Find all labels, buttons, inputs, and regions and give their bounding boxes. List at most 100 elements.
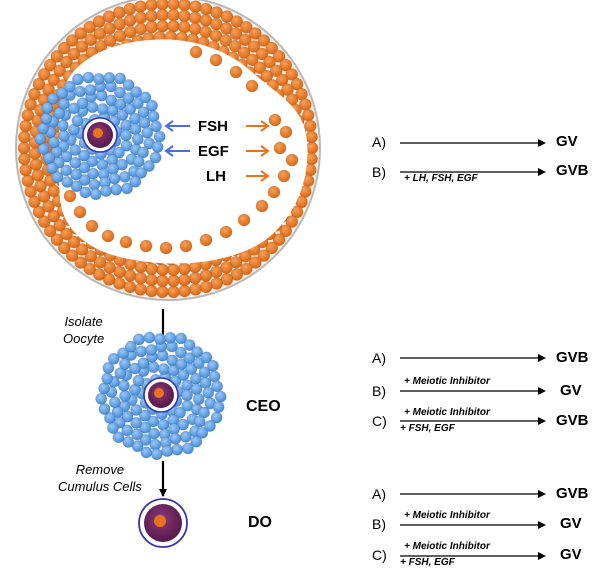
cumulus-cell: [120, 129, 132, 142]
cumulus-cell: [122, 92, 135, 105]
granulosa-cell: [199, 280, 213, 294]
granulosa-cell: [228, 39, 242, 53]
panel2-row-b-letter: B): [372, 383, 386, 399]
cumulus-cell: [60, 150, 73, 163]
granulosa-cell: [134, 11, 148, 25]
cumulus-cell: [124, 103, 137, 115]
granulosa-cell: [263, 55, 276, 69]
granulosa-cell: [178, 0, 191, 12]
panel3-row-a-result: GVB: [556, 485, 589, 502]
granulosa-cell: [63, 189, 77, 203]
reaction-arrowhead-6: [538, 490, 546, 498]
granulosa-cell: [281, 83, 294, 96]
granulosa-cell: [275, 73, 289, 87]
cumulus-cell: [146, 99, 158, 112]
granulosa-cell: [43, 224, 57, 238]
panel3-row-b-result: GV: [560, 515, 582, 532]
cumulus-cell: [87, 167, 99, 180]
granulosa-cell: [229, 65, 243, 79]
granulosa-cell: [167, 285, 180, 299]
granulosa-cell: [265, 241, 279, 255]
granulosa-cell: [199, 233, 213, 247]
panel3-row-a-letter: A): [372, 486, 386, 502]
granulosa-cell: [247, 40, 261, 53]
lh-orange-arrow-head: [260, 170, 270, 182]
fsh-blue-arrow-head: [164, 120, 174, 132]
cumulus-cell: [46, 162, 58, 174]
granulosa-cell: [67, 235, 81, 249]
granulosa-cell: [178, 9, 191, 23]
panel3-row-c-condition-1: + Meiotic Inhibitor: [404, 541, 490, 552]
cumulus-cell: [139, 421, 152, 434]
granulosa-cell: [209, 53, 223, 67]
cumulus-cell: [132, 374, 145, 387]
panel2-row-b-condition: + Meiotic Inhibitor: [404, 376, 490, 387]
cumulus-cell: [214, 390, 227, 403]
granulosa-cell: [145, 273, 158, 287]
cumulus-cell: [79, 186, 92, 199]
cumulus-cell: [190, 435, 203, 448]
granulosa-cell: [83, 262, 97, 276]
granulosa-cell: [260, 69, 274, 83]
granulosa-cell: [277, 169, 291, 183]
panel-arrows: [400, 139, 546, 560]
cumulus-cell: [139, 91, 152, 104]
granulosa-cell: [265, 41, 279, 55]
granulosa-cell: [219, 225, 233, 239]
granulosa-cell: [178, 262, 191, 276]
cumulus-cell: [211, 380, 223, 393]
granulosa-cell: [92, 15, 106, 28]
panel1-row-b-condition: + LH, FSH, EGF: [404, 173, 478, 184]
cumulus-cell: [108, 396, 121, 409]
granulosa-cell: [267, 185, 281, 199]
granulosa-cell: [199, 269, 213, 282]
cumulus-cell: [175, 346, 187, 359]
denuded-oocyte: [138, 498, 188, 548]
granulosa-cell: [257, 249, 271, 262]
cumulus-cell: [171, 443, 184, 456]
cumulus-cell: [112, 431, 125, 444]
granulosa-cell: [145, 284, 158, 298]
granulosa-cell: [139, 239, 153, 253]
granulosa-cell: [279, 58, 293, 72]
granulosa-cell: [103, 34, 117, 47]
granulosa-cell: [47, 73, 61, 87]
cumulus-cell: [193, 415, 206, 428]
granulosa-cell: [73, 205, 87, 219]
granulosa-cell: [167, 263, 180, 277]
granulosa-cell: [123, 280, 137, 294]
reaction-arrowhead-3: [538, 354, 546, 362]
granulosa-cell: [255, 199, 269, 213]
cumulus-cell: [37, 143, 50, 155]
step-remove-cumulus: Remove Cumulus Cells: [58, 462, 142, 494]
granulosa-cell: [178, 284, 191, 298]
cumulus-cell: [179, 430, 192, 443]
granulosa-cell: [230, 268, 244, 281]
cumulus-cell: [147, 361, 160, 374]
cumulus-cell: [135, 345, 148, 358]
cumulus-cell: [139, 434, 152, 446]
cumulus-cell: [122, 79, 135, 91]
granulosa-cell: [60, 55, 73, 69]
cumulus-cell: [182, 442, 194, 455]
granulosa-cell: [37, 68, 51, 81]
cumulus-cell: [143, 331, 156, 344]
cumulus-cell: [183, 339, 196, 351]
cumulus-cell: [63, 80, 76, 93]
granulosa-cell: [74, 256, 88, 269]
cumulus-cell: [71, 114, 84, 127]
granulosa-cell: [145, 0, 158, 12]
cumulus-cell: [117, 379, 130, 392]
granulosa-cell: [305, 130, 318, 144]
cumulus-cell: [103, 71, 116, 84]
cumulus-cell: [53, 107, 66, 120]
granulosa-cell: [199, 2, 213, 16]
granulosa-cell: [189, 0, 202, 13]
granulosa-cell: [18, 152, 31, 166]
granulosa-cell: [178, 273, 191, 287]
hormone-label-lh: LH: [206, 168, 226, 185]
granulosa-cell: [239, 262, 253, 276]
granulosa-cell: [145, 9, 158, 23]
granulosa-cell: [134, 0, 147, 13]
panel2-row-a-letter: A): [372, 350, 386, 366]
